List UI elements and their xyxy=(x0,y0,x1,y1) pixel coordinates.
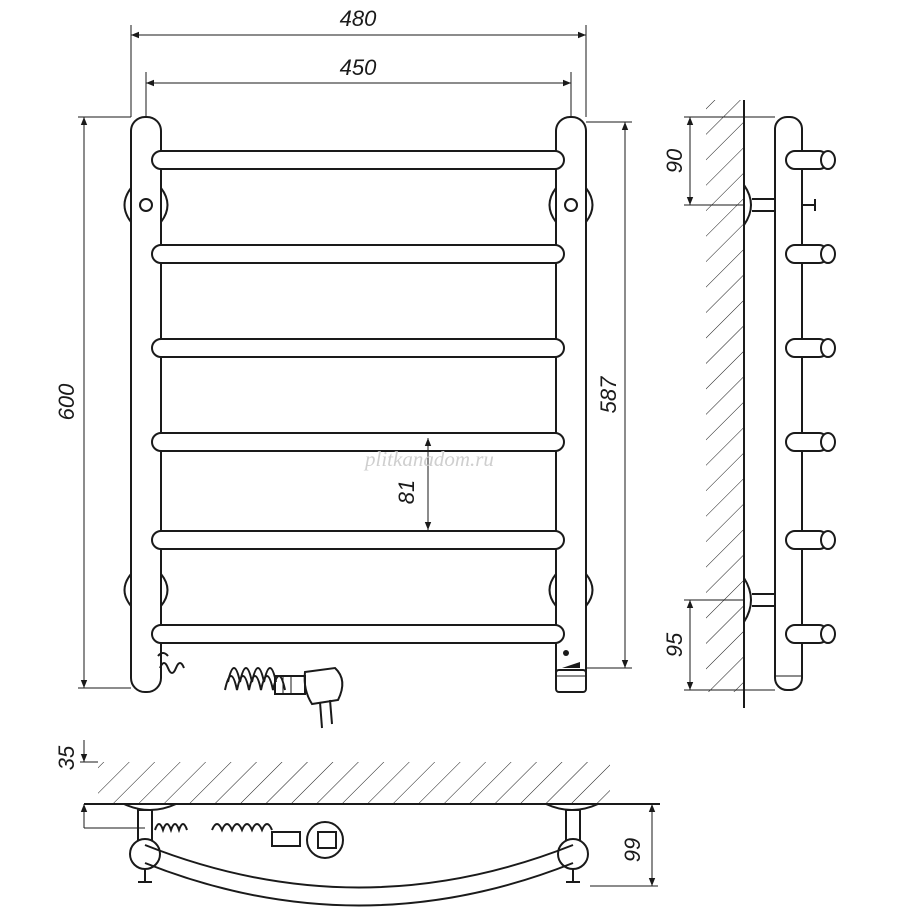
rung-6 xyxy=(151,624,565,644)
dim-overall-width: 480 xyxy=(340,6,377,31)
right-tube xyxy=(555,116,587,693)
side-tube xyxy=(774,116,803,691)
wall-hatch-side xyxy=(706,100,744,692)
heater-element xyxy=(555,650,587,693)
left-tube xyxy=(130,116,162,693)
rung-end-2 xyxy=(785,244,836,264)
rung-end-4 xyxy=(785,432,836,452)
dim-wall-gap: 35 xyxy=(54,745,79,770)
power-cord-plug xyxy=(224,666,344,729)
rung-5 xyxy=(151,530,565,550)
rung-end-1 xyxy=(785,150,836,170)
top-view: 35 99 xyxy=(54,740,660,907)
rung-1 xyxy=(151,150,565,170)
rung-end-6 xyxy=(785,624,836,644)
wall-hatch-top xyxy=(98,762,610,804)
rung-4 xyxy=(151,432,565,452)
rungs xyxy=(151,150,565,644)
front-view: 480 450 600 587 81 plitkanadom.ru xyxy=(54,6,632,729)
rung-ends xyxy=(785,150,836,644)
dim-top-offset: 90 xyxy=(662,148,687,173)
dim-rung-pitch: 81 xyxy=(394,480,419,504)
side-view: 90 95 xyxy=(662,100,836,708)
dim-depth: 99 xyxy=(620,838,645,862)
rung-3 xyxy=(151,338,565,358)
side-brackets xyxy=(743,184,816,623)
dim-mount-spacing: 587 xyxy=(596,376,621,413)
rung-end-3 xyxy=(785,338,836,358)
rung-2 xyxy=(151,244,565,264)
watermark: plitkanadom.ru xyxy=(363,447,494,471)
dim-tube-spacing: 450 xyxy=(340,55,377,80)
dim-overall-height: 600 xyxy=(54,383,79,420)
dim-bottom-offset: 95 xyxy=(662,632,687,657)
rung-end-5 xyxy=(785,530,836,550)
mount-brackets-front xyxy=(123,187,594,607)
cable-loop xyxy=(157,652,185,674)
